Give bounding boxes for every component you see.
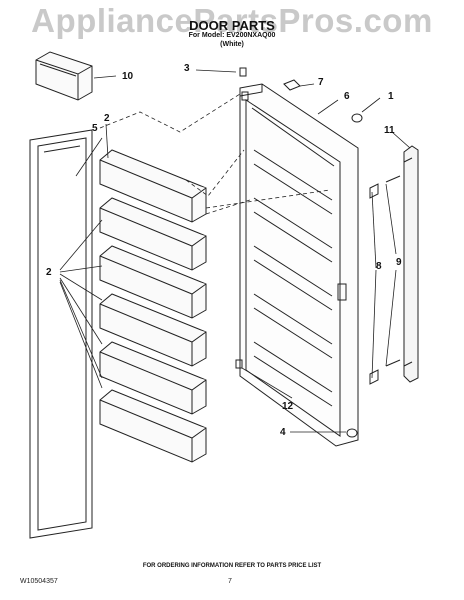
door-bin-small-drawing [35, 51, 93, 101]
page-number: 7 [228, 578, 232, 585]
page-title: DOOR PARTS [189, 18, 275, 33]
callout-7: 7 [318, 77, 324, 88]
door-shelf-stack-drawing [99, 149, 207, 463]
callout-11: 11 [384, 125, 395, 136]
model-line: For Model: EV200NXAQ00 [188, 32, 276, 39]
stop-drawing [239, 67, 247, 77]
callout-1: 1 [388, 91, 394, 102]
alignment-dashed-lines [99, 93, 331, 215]
handle-screws-drawing [369, 175, 401, 385]
callout-12: 12 [282, 401, 294, 412]
callout-5: 5 [92, 123, 98, 134]
plug-drawing [351, 113, 363, 123]
color-line: (White) [220, 41, 244, 48]
door-handle-drawing [403, 145, 419, 383]
callout-leader-lines [59, 69, 411, 433]
hinge-pin-top-drawing [241, 91, 249, 101]
callout-8: 8 [376, 261, 382, 272]
callout-2-left: 2 [46, 267, 52, 278]
hinge-pin-bottom-drawing [235, 359, 243, 369]
door-assembly-drawing [239, 83, 359, 447]
label-drawing [283, 79, 301, 91]
callout-4: 4 [280, 427, 286, 438]
callout-6: 6 [344, 91, 350, 102]
ordering-info-note: FOR ORDERING INFORMATION REFER TO PARTS … [142, 563, 322, 569]
callout-3: 3 [184, 63, 190, 74]
watermark: AppliancePartsPros.com [31, 2, 433, 39]
document-number: W10504357 [20, 578, 58, 585]
callout-10: 10 [122, 71, 134, 82]
callout-9: 9 [396, 257, 402, 268]
door-gasket-drawing [29, 129, 93, 539]
hole-plug-drawing [346, 428, 358, 438]
callout-2-top: 2 [104, 113, 110, 124]
